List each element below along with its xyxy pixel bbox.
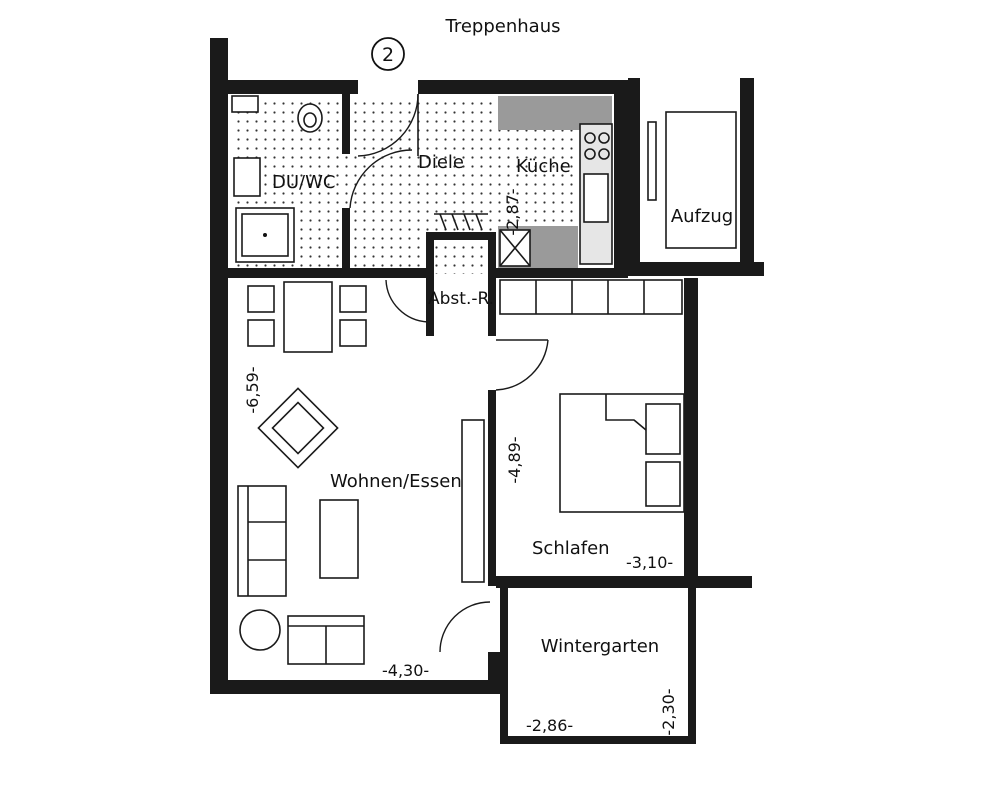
sofa-bottom: [287, 615, 365, 665]
room-label-bedroom: Schlafen: [532, 538, 610, 559]
windows: [248, 290, 691, 741]
dimension-bedroom-width: -3,10-: [626, 553, 673, 572]
room-label-elevator: Aufzug: [671, 206, 733, 227]
dimension-kitchen-depth: -2,87-: [503, 188, 522, 235]
room-label-hall: Diele: [418, 152, 464, 173]
dimension-winter-garden-depth: -2,30-: [659, 688, 678, 735]
kitchen-sink-icon: [583, 173, 609, 223]
room-label-kitchen: Küche: [516, 156, 571, 177]
chair: [247, 319, 275, 347]
room-label-storage: Abst.-R.: [428, 289, 494, 309]
stair-label: Treppenhaus: [445, 16, 561, 37]
chair: [247, 285, 275, 313]
round-side-table: [239, 609, 281, 651]
dimension-bedroom-depth: -4,89-: [505, 436, 524, 483]
coffee-table: [319, 499, 359, 579]
stove-icon: [584, 132, 610, 160]
kitchen-fixtures: [434, 96, 613, 268]
dining-set: [247, 281, 367, 353]
dining-table: [283, 281, 333, 353]
elevator-cabin: [647, 111, 737, 249]
sink-icon: [233, 157, 261, 197]
double-bed: [559, 393, 685, 513]
room-label-bath: DU/WC: [272, 172, 335, 193]
armchair: [257, 387, 339, 469]
dimension-living-depth: -6,59-: [243, 366, 262, 413]
unit-number: 2: [382, 44, 394, 66]
doors: [349, 93, 549, 653]
tiled-floor: [232, 96, 578, 274]
dimension-living-width: -4,30-: [382, 661, 429, 680]
room-label-living: Wohnen/Essen: [330, 471, 462, 492]
unit-number-circle: [371, 37, 405, 71]
sideboard: [461, 419, 485, 583]
bath-fixtures: [231, 95, 323, 263]
sofa-left: [237, 485, 287, 597]
chair: [339, 319, 367, 347]
chair: [339, 285, 367, 313]
wardrobe: [499, 279, 683, 315]
room-label-winter-garden: Wintergarten: [541, 636, 659, 657]
dimension-winter-garden-width: -2,86-: [526, 716, 573, 735]
